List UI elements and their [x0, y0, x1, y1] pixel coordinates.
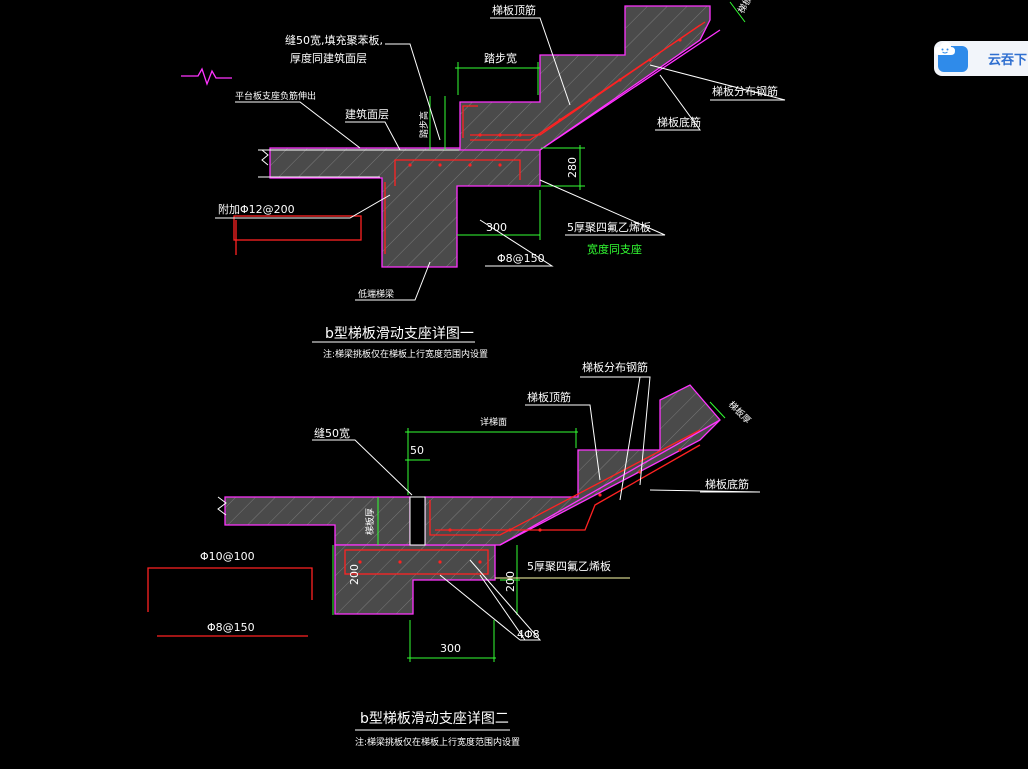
d2-dim-300: 300: [440, 642, 461, 655]
added-bar-box-1: [233, 215, 362, 241]
d1-ptfe-label: 5厚聚四氟乙烯板: [567, 220, 651, 234]
d1-finish-label: 建筑面层: [345, 107, 389, 121]
d2-dim-200a: 200: [348, 564, 361, 585]
d2-bar-d10-label: Φ10@100: [200, 550, 255, 563]
platform-slab-2: [224, 496, 411, 546]
d1-low-beam-label: 低端梯梁: [358, 288, 394, 300]
rebar-dots-2: [358, 448, 682, 564]
cloud-smile-icon: [934, 42, 968, 72]
d2-slab-thick2-label: 梯板厚: [726, 399, 754, 427]
rebar-dots-1: [408, 38, 682, 167]
break-line-1: [181, 67, 232, 86]
platform-slab-1: [269, 147, 541, 268]
d1-seam-label: 缝50宽,填充聚苯板,: [285, 33, 383, 47]
d1-dim-300: 300: [486, 221, 507, 234]
rebar-top-1: [462, 105, 478, 138]
d1-added-bar-label: 附加Φ12@200: [218, 202, 295, 216]
detail-2: [147, 376, 761, 731]
d2-bars-4-label: 4Φ8: [517, 628, 540, 641]
stair-flight-1: [459, 5, 711, 151]
cloud-widget-button[interactable]: 云吞下: [934, 41, 1028, 76]
d1-platform-label: 平台板支座负筋伸出: [235, 90, 316, 102]
d1-step-height-label: 踏步高: [418, 111, 430, 138]
detail-2-note: 注:梯梁挑板仅在梯板上行宽度范围内设置: [355, 736, 520, 748]
bar-d10-shape: [147, 567, 313, 612]
detail-2-title: b型梯板滑动支座详图二: [360, 710, 509, 727]
d2-top-bar-label: 梯板顶筋: [527, 390, 571, 404]
d2-dim-50: 50: [410, 444, 424, 457]
detail-1: [181, 1, 786, 343]
d1-dim-280: 280: [566, 157, 579, 178]
d2-slab-thick-label: 梯板厚: [364, 508, 376, 535]
d1-step-width-label: 踏步宽: [484, 51, 517, 65]
d1-bottom-bar-label: 梯板底筋: [657, 115, 701, 129]
detail-1-note: 注:梯梁挑板仅在梯板上行宽度范围内设置: [323, 348, 488, 360]
cloud-widget-label: 云吞下: [988, 53, 1028, 68]
d2-seam-label: 缝50宽: [314, 426, 350, 440]
d1-stirrup-label: Φ8@150: [497, 252, 545, 265]
d2-dist-bar-label: 梯板分布钢筋: [582, 360, 648, 374]
detail-1-title: b型梯板滑动支座详图一: [325, 325, 474, 342]
d1-dist-bar-label: 梯板分布钢筋: [712, 84, 778, 98]
d2-ptfe-label: 5厚聚四氟乙烯板: [527, 559, 611, 573]
d2-bar-d8-label: Φ8@150: [207, 621, 255, 634]
stair-flight-2: [424, 384, 721, 546]
d1-same-width-label: 宽度同支座: [587, 242, 642, 256]
d1-top-bar-label: 梯板顶筋: [492, 3, 536, 17]
d1-seam2-label: 厚度同建筑面层: [290, 51, 367, 65]
d2-step-face-label: 详梯面: [480, 416, 507, 428]
d2-dim-200b: 200: [504, 571, 517, 592]
d2-bottom-bar-label: 梯板底筋: [705, 477, 749, 491]
